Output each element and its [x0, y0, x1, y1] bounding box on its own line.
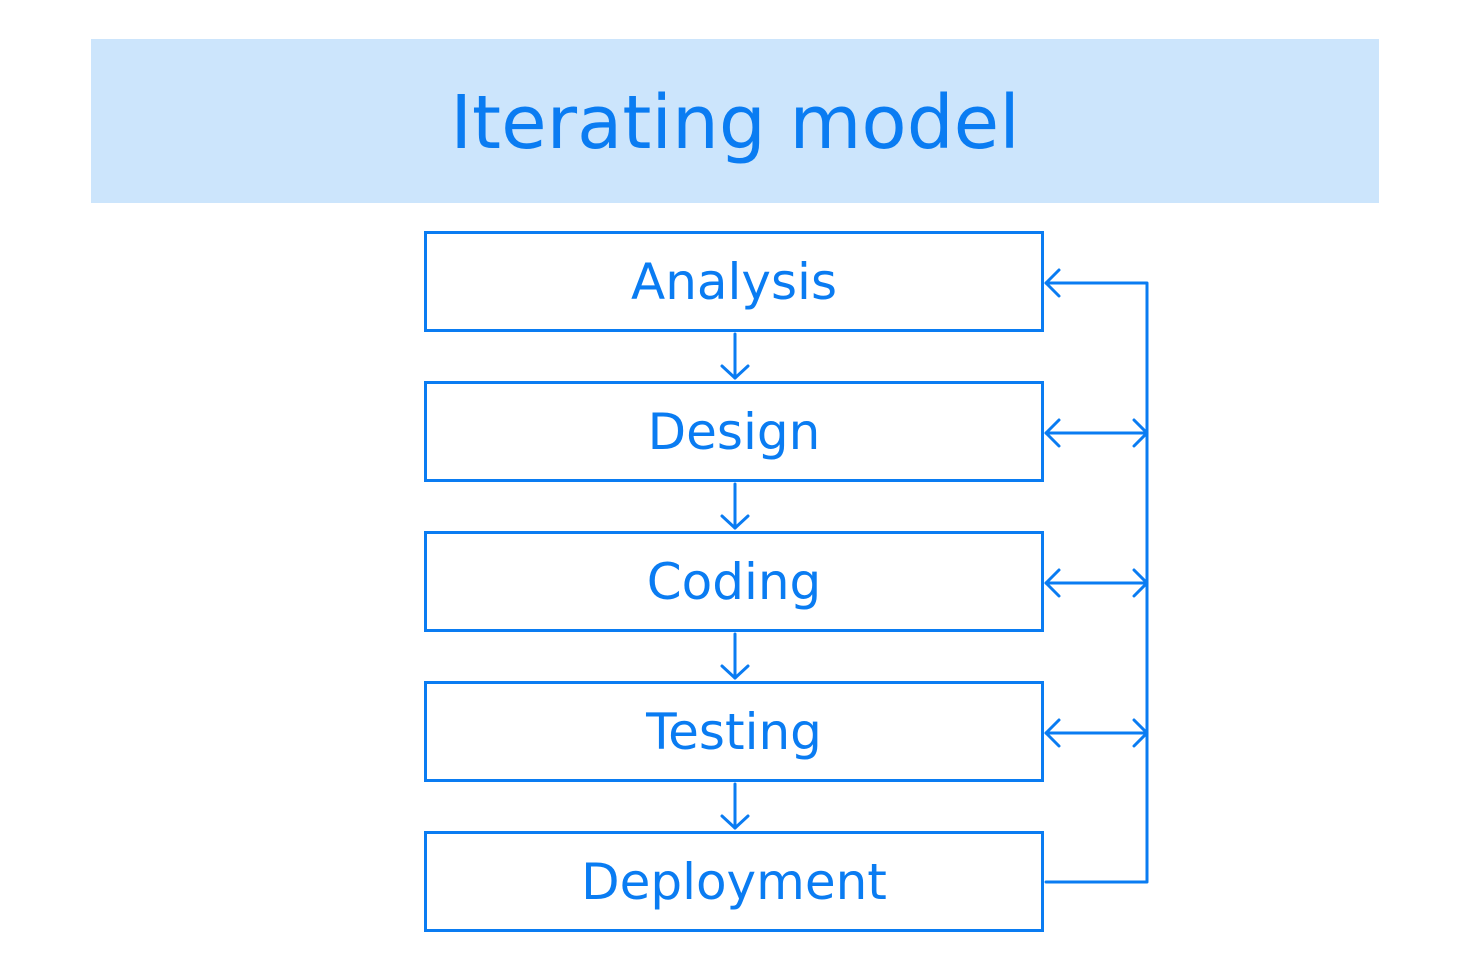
step-box-coding: Coding: [424, 531, 1044, 632]
step-label-testing: Testing: [646, 702, 822, 761]
step-label-coding: Coding: [646, 552, 822, 611]
title-banner: Iterating model: [91, 39, 1379, 203]
step-box-deployment: Deployment: [424, 831, 1044, 932]
diagram-title: Iterating model: [450, 80, 1020, 166]
step-box-design: Design: [424, 381, 1044, 482]
step-label-analysis: Analysis: [630, 252, 837, 311]
feedback-loop-line: [1044, 281, 1149, 884]
arrow-testing-to-deployment: [720, 782, 750, 830]
step-box-testing: Testing: [424, 681, 1044, 782]
step-box-analysis: Analysis: [424, 231, 1044, 332]
feedback-arrowhead-analysis: [1044, 268, 1061, 298]
arrow-analysis-to-design: [720, 332, 750, 380]
step-label-design: Design: [647, 402, 821, 461]
double-arrow-testing: [1044, 718, 1149, 748]
double-arrow-design: [1044, 418, 1149, 448]
double-arrow-coding: [1044, 568, 1149, 598]
arrow-coding-to-testing: [720, 632, 750, 680]
arrow-design-to-coding: [720, 482, 750, 530]
step-label-deployment: Deployment: [581, 852, 887, 911]
